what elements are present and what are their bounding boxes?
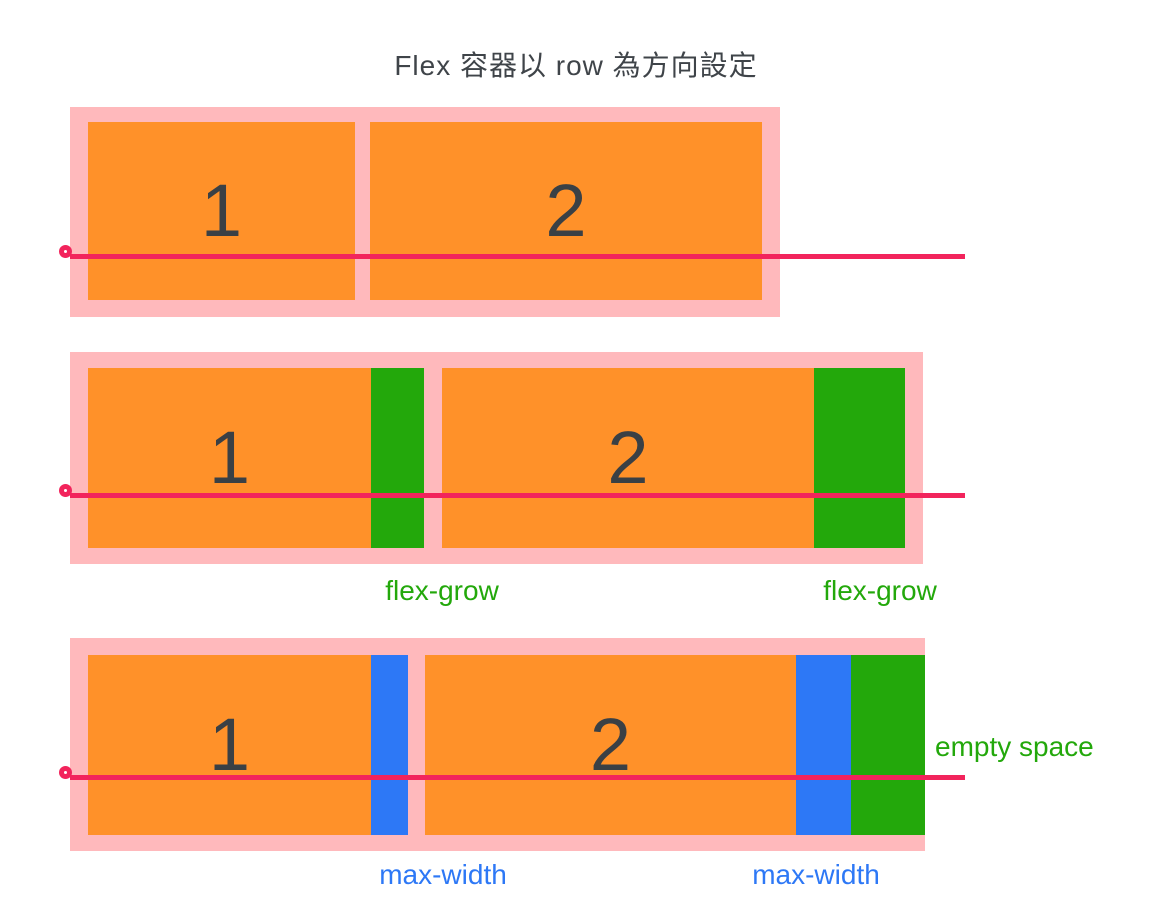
max-width-strip-2: [796, 655, 851, 835]
max-width-strip-1: [371, 655, 408, 835]
flex-item-1: 1: [88, 655, 371, 835]
axis-origin-marker-icon: [59, 766, 72, 779]
flex-item-2: 2: [425, 655, 796, 835]
flex-item-1: 1: [88, 368, 371, 548]
main-axis-line: [70, 493, 965, 498]
empty-space-strip: [851, 655, 925, 835]
flex-item-1: 1: [88, 122, 355, 300]
flex-item-2: 2: [442, 368, 814, 548]
item-number: 2: [545, 169, 587, 252]
item-number: 1: [200, 169, 243, 252]
main-axis-line: [70, 775, 965, 780]
flex-grow-label-1: flex-grow: [385, 575, 499, 606]
flex-item-2: 2: [370, 122, 762, 300]
flex-grow-strip-2: [814, 368, 905, 548]
main-axis-line: [70, 254, 965, 259]
axis-origin-marker-icon: [59, 245, 72, 258]
item-number: 2: [589, 703, 632, 786]
flex-grow-label-2: flex-grow: [823, 575, 937, 606]
max-width-label-1: max-width: [379, 859, 507, 890]
diagram-title: Flex 容器以 row 為方向設定: [394, 50, 758, 81]
item-number: 1: [208, 416, 251, 499]
item-number: 2: [607, 416, 649, 499]
axis-origin-marker-icon: [59, 484, 72, 497]
max-width-label-2: max-width: [752, 859, 880, 890]
flex-grow-strip-1: [371, 368, 424, 548]
item-number: 1: [208, 703, 251, 786]
empty-space-label: empty space: [935, 731, 1094, 762]
